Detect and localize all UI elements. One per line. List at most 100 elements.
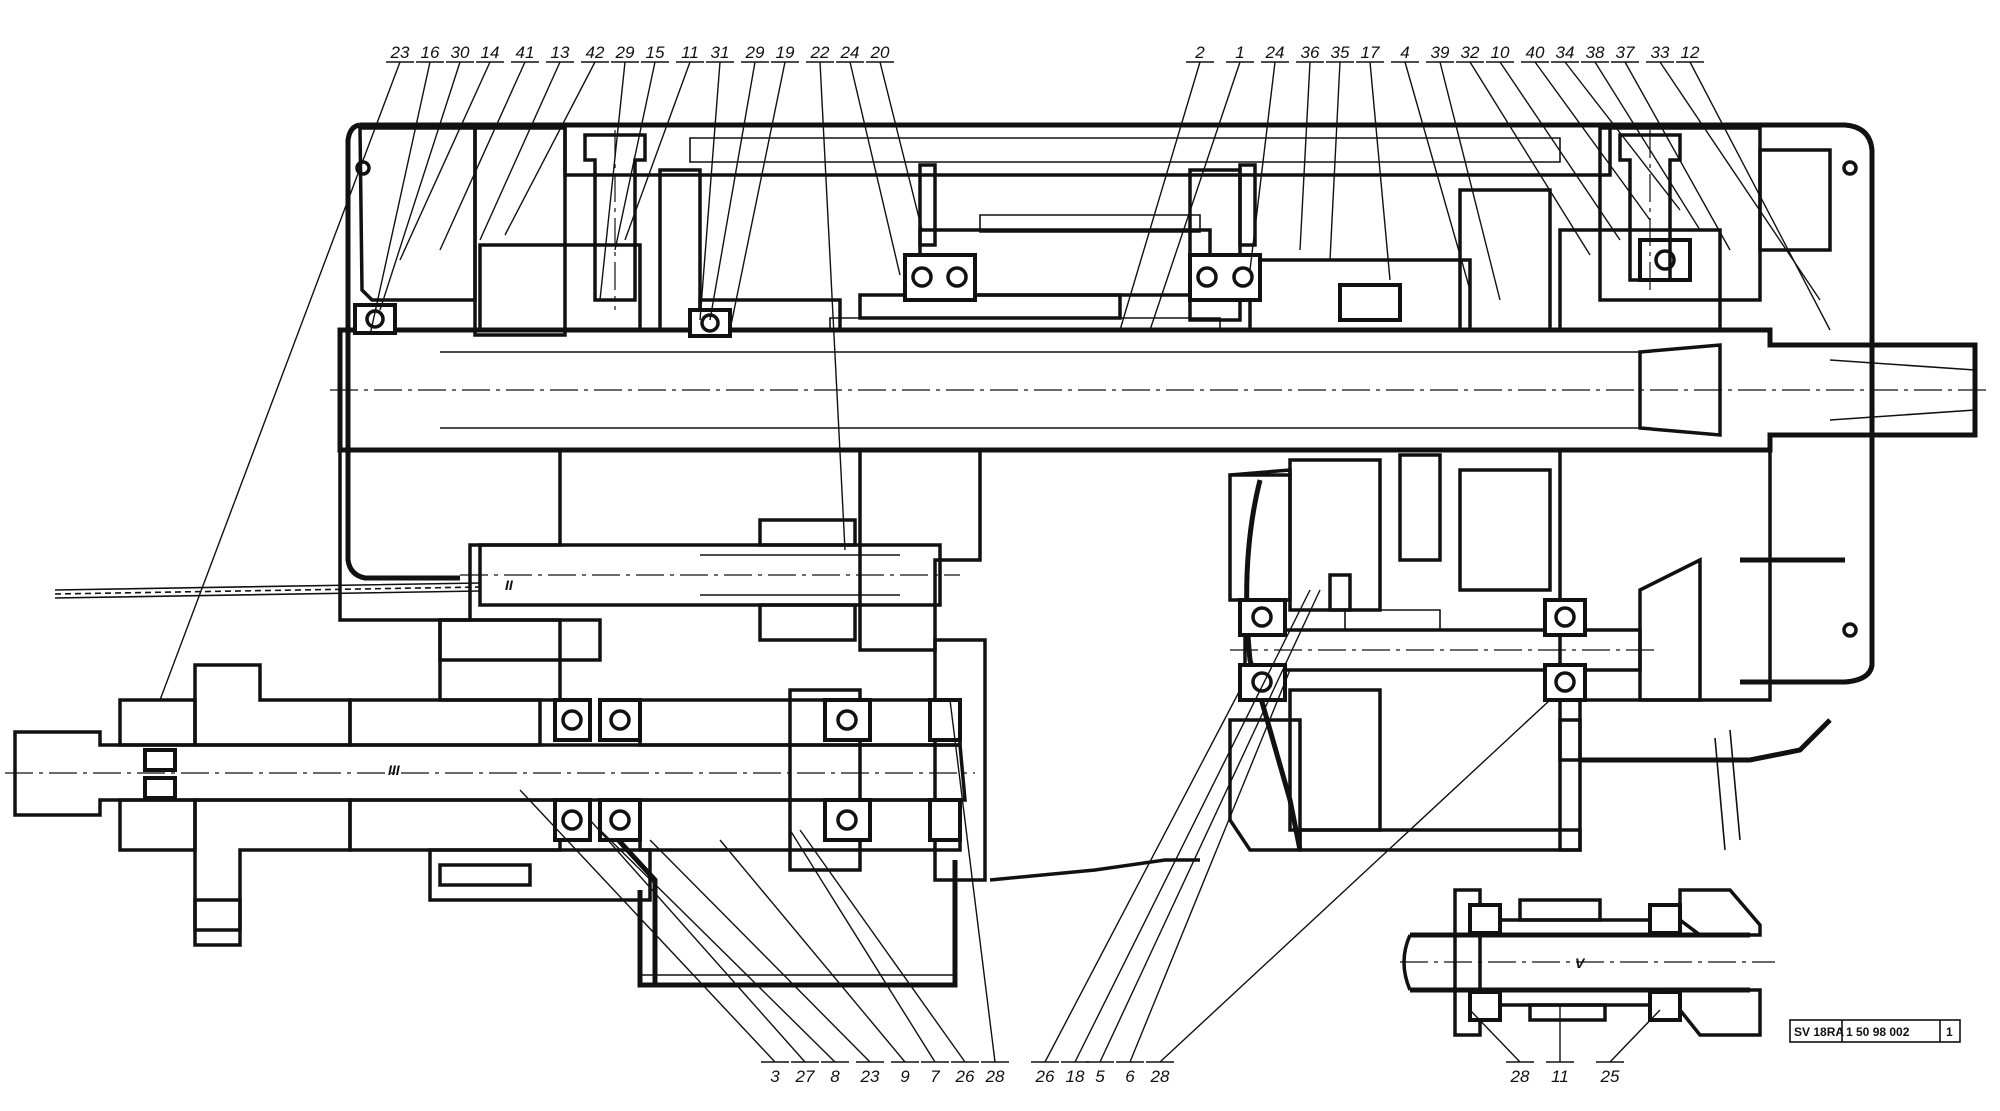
callout-bottom-6-leader [789, 829, 936, 1063]
callout-bottom-12-leader [1129, 669, 1291, 1063]
shaft-v-label: V [1575, 955, 1586, 971]
callout-top-2: 16 [421, 43, 440, 62]
right-lower-cover [1638, 557, 1858, 851]
callout-inset-3: 25 [1600, 1067, 1620, 1086]
callout-top-7-leader [504, 61, 596, 236]
callout-top-22: 17 [1361, 43, 1380, 62]
callout-top-28-leader [1564, 61, 1681, 211]
callout-top-27-leader [1534, 61, 1651, 221]
callout-inset-1: 28 [1510, 1067, 1530, 1086]
callout-top-9: 15 [646, 43, 665, 62]
callout-top-13: 19 [776, 43, 795, 62]
callout-top-6: 13 [551, 43, 570, 62]
callout-bottom-2-leader [589, 819, 806, 1063]
callout-top-21-leader [1329, 61, 1341, 261]
callout-bottom-13: 28 [1150, 1067, 1170, 1086]
callout-bottom-7: 26 [955, 1067, 975, 1086]
callout-top-11: 31 [711, 43, 730, 62]
upper-housing [345, 122, 1875, 685]
callout-top-10-leader [624, 61, 691, 241]
callout-bottom-5: 9 [900, 1067, 910, 1086]
shaft-ii-assembly: II [460, 518, 960, 642]
callout-bottom-4: 23 [860, 1067, 880, 1086]
callout-inset-3-leader [1609, 1009, 1661, 1063]
callout-top-12-leader [709, 61, 756, 321]
shaft-iii-label: III [388, 762, 401, 778]
callout-top-8-leader [599, 61, 626, 301]
fasteners-upper [355, 130, 1858, 310]
spindle-gears-upper [478, 188, 1722, 332]
callout-top-19-leader [1249, 61, 1276, 271]
callout-top-8: 29 [615, 43, 635, 62]
callout-top-26-leader [1499, 61, 1621, 241]
callout-bottom-3: 8 [830, 1067, 840, 1086]
callout-bottom-1-leader [519, 789, 776, 1063]
drawing-code-sheet: 1 [1946, 1025, 1953, 1039]
callout-top-19: 24 [1265, 43, 1285, 62]
callout-bottom-7-leader [799, 829, 966, 1063]
callout-inset-1-leader [1469, 1009, 1521, 1063]
callout-top-7: 42 [586, 43, 605, 62]
callout-top-23: 4 [1400, 43, 1409, 62]
callout-bottom-3-leader [599, 829, 836, 1063]
callout-top-26: 10 [1491, 43, 1510, 62]
callout-top-15: 24 [840, 43, 860, 62]
callout-bottom-4-leader [649, 839, 871, 1063]
callout-bottom-9-leader [1044, 689, 1241, 1063]
callout-top-20-leader [1299, 61, 1311, 251]
callout-top-5: 41 [516, 43, 535, 62]
callout-top-20: 36 [1301, 43, 1320, 62]
callout-top-32-leader [1689, 61, 1831, 331]
callout-top-3: 30 [451, 43, 470, 62]
callout-top-25: 32 [1461, 43, 1480, 62]
callout-bottom-8-leader [949, 699, 996, 1063]
callout-top-10: 11 [681, 43, 699, 62]
callout-bottom-10-leader [1074, 589, 1311, 1063]
callout-bottom-13-leader [1159, 699, 1551, 1063]
callout-top-2-leader [369, 61, 431, 336]
callout-top-1: 23 [390, 43, 410, 62]
callout-top-3-leader [379, 61, 461, 311]
callout-top-21: 35 [1331, 43, 1350, 62]
drawing-code-series: SV 18RA [1794, 1025, 1844, 1039]
callout-top-23-leader [1404, 61, 1471, 291]
callout-top-28: 34 [1556, 43, 1575, 62]
callout-top-17-leader [1119, 61, 1201, 331]
callout-bottom-9: 26 [1035, 1067, 1055, 1086]
callout-bottom-1: 3 [770, 1067, 780, 1086]
callout-top-30-leader [1624, 61, 1731, 251]
callout-top-18: 1 [1235, 43, 1244, 62]
callout-bottom-2: 27 [795, 1067, 815, 1086]
callout-top-25-leader [1469, 61, 1591, 256]
callout-top-6-leader [479, 61, 561, 241]
callout-top-14: 22 [810, 43, 830, 62]
callout-bottom-6: 7 [930, 1067, 940, 1086]
callout-top-12: 29 [745, 43, 765, 62]
main-spindle [330, 327, 1990, 453]
callout-top-17: 2 [1194, 43, 1205, 62]
callout-bottom-12: 6 [1125, 1067, 1135, 1086]
callout-top-16: 20 [870, 43, 890, 62]
callout-top-24: 39 [1431, 43, 1450, 62]
callout-bottom-10: 18 [1066, 1067, 1085, 1086]
callout-top-30: 37 [1616, 43, 1635, 62]
shaft-ii-label: II [505, 577, 514, 593]
callout-bottom-11-leader [1099, 589, 1321, 1063]
callout-top-9-leader [614, 61, 656, 251]
callout-top-27: 40 [1526, 43, 1545, 62]
callout-top-29-leader [1594, 61, 1701, 231]
callout-top-31: 33 [1651, 43, 1670, 62]
callout-bottom-5-leader [719, 839, 906, 1063]
callout-top-11-leader [699, 61, 721, 321]
callout-inset-2: 11 [1551, 1067, 1569, 1086]
callout-top-24-leader [1439, 61, 1501, 301]
callout-top-22-leader [1369, 61, 1391, 281]
callout-top-5-leader [439, 61, 526, 251]
callout-bottom-8: 28 [985, 1067, 1005, 1086]
callout-top-15-leader [849, 61, 901, 276]
shaft-iv-assembly [1230, 453, 1660, 832]
callout-top-13-leader [729, 61, 786, 331]
